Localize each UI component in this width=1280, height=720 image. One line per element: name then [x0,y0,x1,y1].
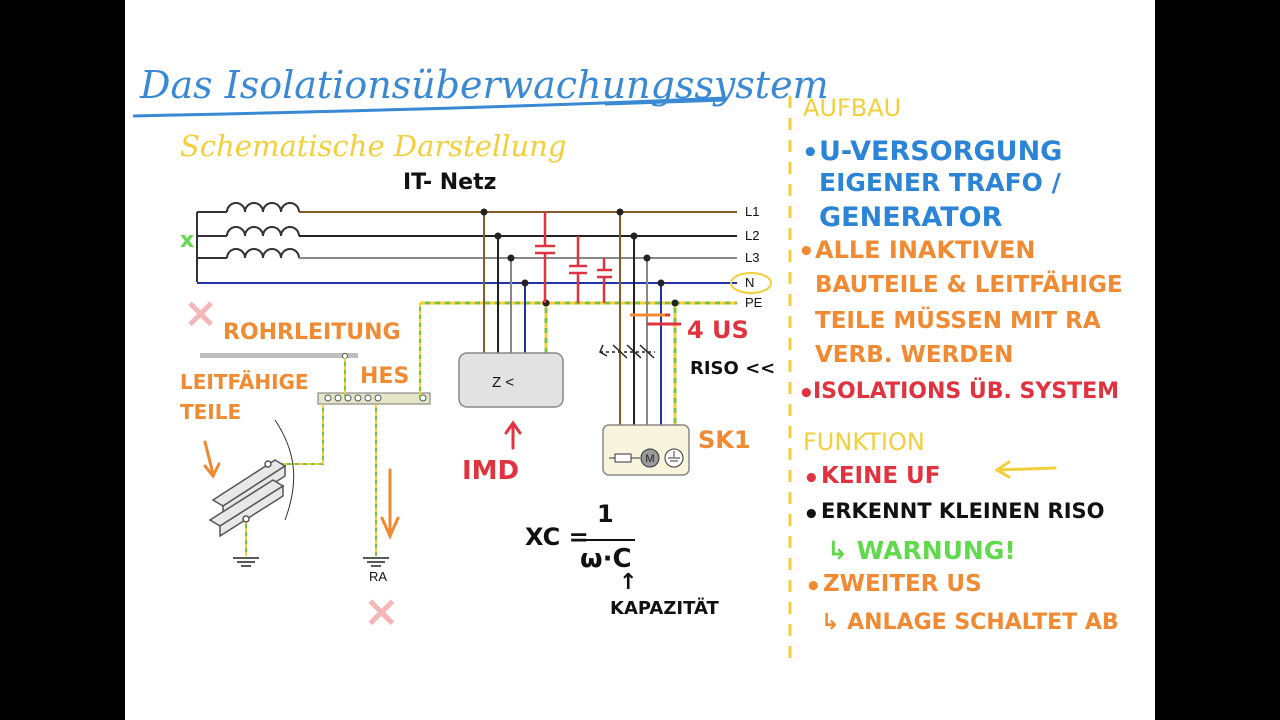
funktion-item-4: ZWEITER US [823,571,982,597]
leitfaehige-label-line1: LEITFÄHIGE [180,370,309,394]
us-label: 4 US [687,316,749,344]
aufbau-item-2-line3: TEILE MÜSSEN MIT RA [815,308,1101,334]
title-underline-short [604,98,726,106]
aufbau-item-1-line2: EIGENER TRAFO / [819,168,1061,197]
ground-symbol-ra [363,557,389,567]
network-label: IT- Netz [403,170,497,195]
cross-mark-ra: × [363,586,400,637]
funktion-bullet-4: • [805,572,822,602]
orange-arrow-beam [203,440,221,479]
funktion-item-5: ↳ ANLAGE SCHALTET AB [821,610,1119,635]
hes-busbar [317,392,431,405]
aufbau-bullet-2: • [798,237,815,267]
funktion-bullet-1: • [803,464,820,494]
leitfaehige-label-line2: TEILE [180,400,242,424]
transformer-symbol [196,202,300,282]
transformer-mark: x [180,228,195,253]
formula-note: KAPAZITÄT [610,598,719,619]
page-subtitle: Schematische Darstellung [180,129,567,163]
rohrleitung-label: ROHRLEITUNG [223,320,401,345]
imd-label: IMD [462,456,520,486]
pe-bonding-wires [245,303,421,556]
ground-symbol-beam [233,557,259,567]
yellow-arrow-keine-uf [994,460,1057,479]
conductor-label-l2: L2 [745,228,760,243]
aufbau-item-2-line4: VERB. WERDEN [815,342,1014,368]
riso-label: RISO << [690,358,776,379]
aufbau-item-1-line3: GENERATOR [819,202,1003,233]
aufbau-bullet-1: • [802,138,819,168]
formula-numerator: 1 [597,500,614,528]
conductor-label-l3: L3 [745,250,760,265]
red-arrow-imd [504,420,522,450]
steel-beam-icon [208,459,287,538]
whiteboard-page: M [125,0,1155,720]
aufbau-item-2-line1: ALLE INAKTIVEN [815,236,1036,264]
circuit-diagram: M [132,96,1057,665]
ra-label: RA [369,569,388,584]
svg-text:M: M [645,453,654,465]
funktion-bullet-2: • [803,500,820,530]
aufbau-heading: AUFBAU [803,94,902,122]
hes-label: HES [360,364,410,389]
circuit-breaker-switch [599,344,655,359]
conductor-label-n: N [745,275,755,290]
formula-denominator: ω·C [580,544,632,574]
funktion-item-3: ↳ WARNUNG! [827,536,1016,565]
left-letterbox [0,0,125,720]
aufbau-item-1-line1: U-VERSORGUNG [819,136,1063,167]
sk1-label: SK1 [698,426,751,454]
imd-device-box [458,352,564,408]
leakage-capacitors [535,212,612,303]
aufbau-item-3-line1: ISOLATIONS ÜB. SYSTEM [813,379,1120,404]
funktion-heading: FUNKTION [803,428,925,456]
aufbau-item-2-line2: BAUTEILE & LEITFÄHIGE [815,272,1123,298]
orange-arrow-ra [380,468,400,540]
beam-outline [274,419,295,521]
neutral-highlight-ellipse [730,272,772,294]
formula-arrow: ↑ [619,570,638,595]
imd-box-label: Z < [492,374,515,391]
right-letterbox [1155,0,1280,720]
pipe-bar [200,353,358,358]
funktion-item-2: ERKENNT KLEINEN RISO [821,499,1105,523]
conductor-label-pe: PE [745,295,763,310]
aufbau-bullet-3: • [798,379,815,409]
formula-lhs: XC = [525,523,589,551]
conductor-label-l1: L1 [745,204,760,219]
cross-mark-rohrleitung: × [183,288,219,337]
funktion-item-1: KEINE UF [821,463,941,489]
motor-icon [640,448,660,468]
page-title: Das Isolationsüberwachungssystem [140,63,829,107]
